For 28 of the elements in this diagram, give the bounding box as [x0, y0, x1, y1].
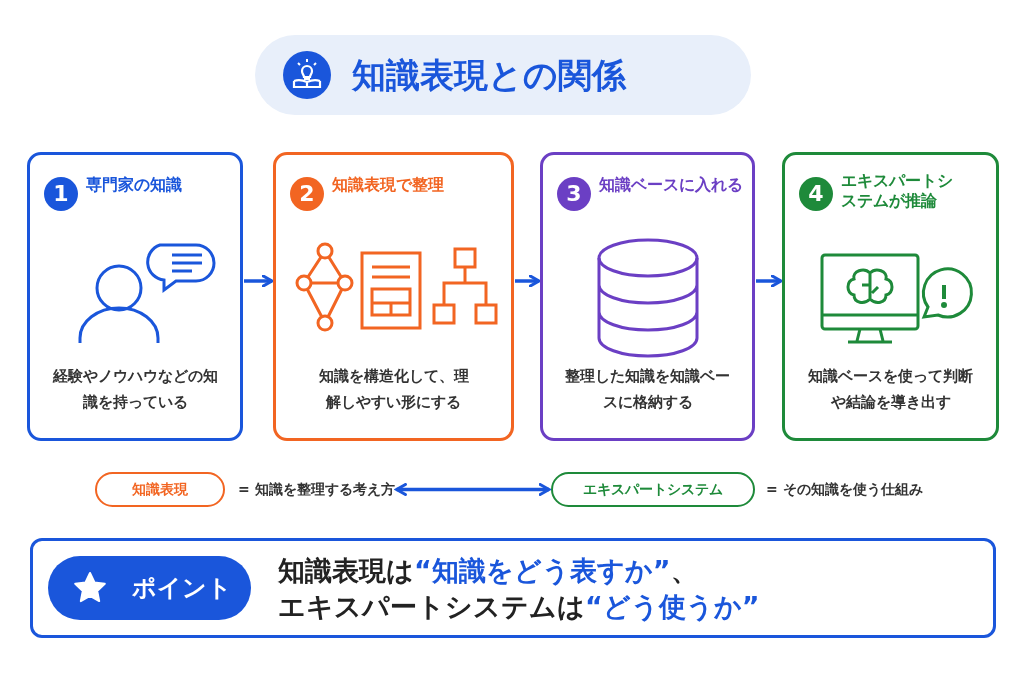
step-card [540, 152, 755, 441]
step-description: 経験やノウハウなどの知識を持っている [51, 366, 219, 413]
arrow [395, 482, 551, 497]
arrow [756, 274, 783, 288]
step-heading: 知識表現で整理 [332, 175, 444, 195]
point-panel [30, 538, 996, 638]
step-description: 整理した知識を知識ベースに格納する [564, 366, 731, 413]
term-pill: 知識表現 [95, 472, 225, 507]
point-label: ポイント [132, 573, 232, 604]
title: 知識表現との関係 [352, 54, 626, 97]
step-heading: 専門家の知識 [86, 175, 182, 195]
step-description: 知識ベースを使って判断や結論を導き出す [807, 366, 974, 413]
step-description: 知識を構造化して、理解しやすい形にする [317, 366, 470, 413]
step-heading: エキスパートシステムが推論 [841, 171, 954, 211]
step-heading: 知識ベースに入れる [599, 175, 743, 195]
term-definition: = その知識を使う仕組み [766, 480, 923, 499]
step-number-badge: 2 [290, 177, 324, 211]
arrow [244, 274, 274, 288]
step-number-badge: 3 [557, 177, 591, 211]
term-pill: エキスパートシステム [551, 472, 755, 507]
step-card [27, 152, 243, 441]
step-card [273, 152, 514, 441]
term-definition: = 知識を整理する考え方 [238, 480, 395, 499]
step-card [782, 152, 999, 441]
step-number-badge: 4 [799, 177, 833, 211]
step-number-badge: 1 [44, 177, 78, 211]
arrow [515, 274, 541, 288]
point-statement: 知識表現は“知識をどう表すか”、エキスパートシステムは“どう使うか” [278, 554, 761, 624]
